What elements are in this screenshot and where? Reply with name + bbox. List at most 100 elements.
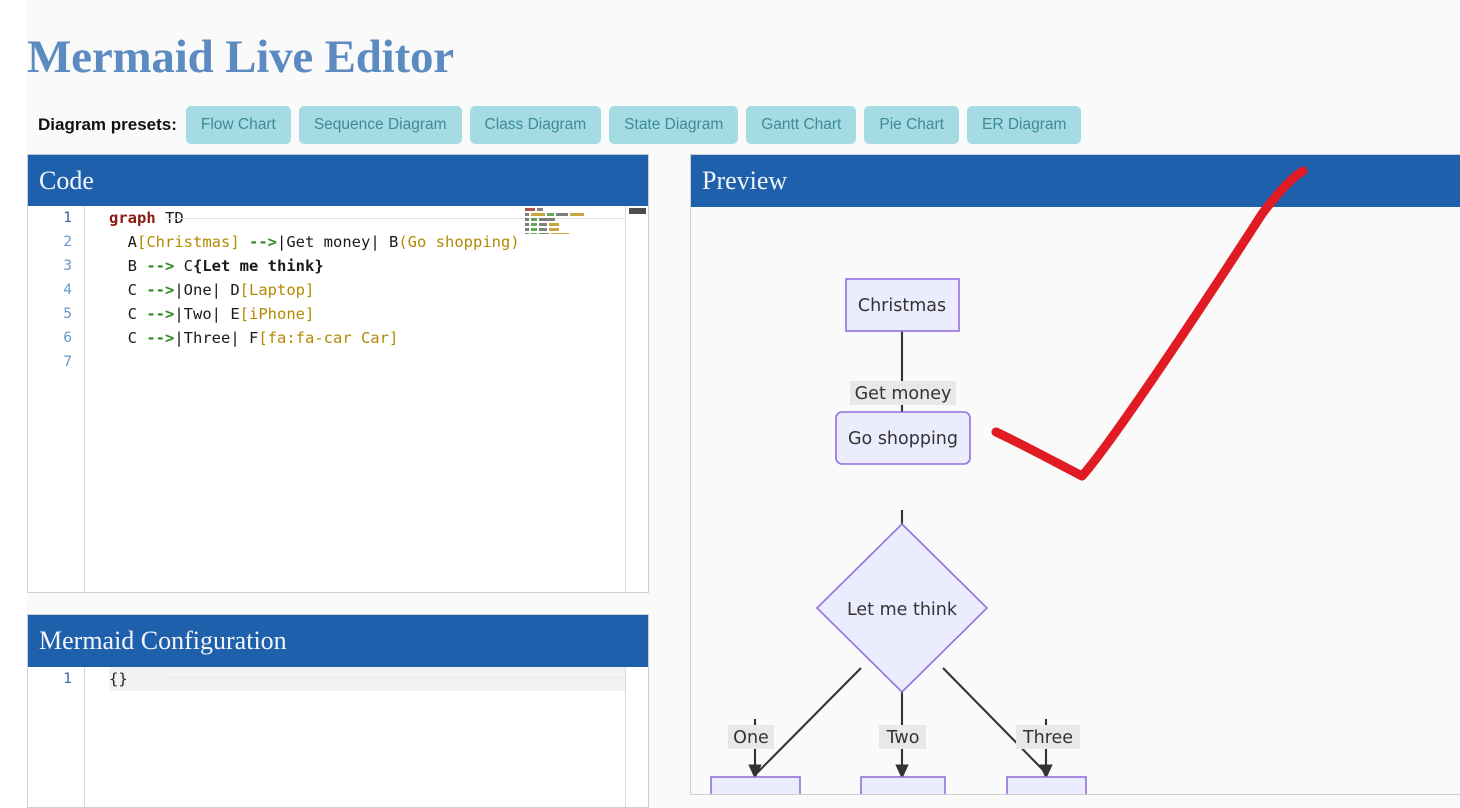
code-line-2[interactable]: A[Christmas] -->|Get money| B(Go shoppin… [109,230,625,254]
page-title: Mermaid Live Editor [27,31,454,83]
config-lines[interactable]: {} [85,667,625,807]
token-string: [Christmas] [137,233,240,251]
token-string: (Go shopping) [398,233,520,251]
editor-top-rule [165,218,625,219]
preview-panel: Preview [690,154,1460,795]
config-editor[interactable]: 1 {} [28,667,648,807]
edge-label: Get money [855,384,952,404]
preset-button-flow-chart[interactable]: Flow Chart [185,106,291,144]
line-number: 2 [63,234,72,250]
token-text: E [230,305,240,323]
node-label: Go shopping [848,429,958,449]
diagram-presets-bar: Diagram presets: Flow Chart Sequence Dia… [38,106,1089,144]
preset-button-state-diagram[interactable]: State Diagram [609,106,739,144]
edge-C-D [748,667,862,780]
config-editor-top-rule [165,677,625,678]
minimap-line [525,208,603,212]
token-text: |Two| [174,305,231,323]
line-number: 6 [63,330,72,346]
token-text: C [109,329,147,347]
token-arrow: --> [146,305,175,323]
token-text: A [109,233,137,251]
node-label: Christmas [858,296,946,316]
token-arrow: --> [146,257,184,275]
scrollbar-thumb[interactable] [629,208,646,214]
code-line-6[interactable]: C -->|Three| F[fa:fa-car Car] [109,326,625,350]
preset-button-pie-chart[interactable]: Pie Chart [864,106,959,144]
token-text: C [109,305,147,323]
code-editor-scroll[interactable]: 1 2 3 4 5 6 7 graph TD A[Christmas] -->|… [28,206,626,592]
config-panel-title: Mermaid Configuration [28,615,648,667]
diagram-presets-label: Diagram presets: [38,115,177,134]
token-brace: {Let me think} [193,257,324,275]
code-panel-title: Code [28,154,648,206]
token-text [240,233,249,251]
token-arrow: --> [146,281,175,299]
token-string: [fa:fa-car Car] [258,329,399,347]
diagram-node-let-me-think[interactable]: Let me think [815,522,989,694]
minimap-line [525,223,603,227]
token-text: |One| [174,281,231,299]
edge-C-F [942,667,1053,780]
preview-panel-body: Christmas Go shopping Let me think [691,207,1460,794]
code-line-4[interactable]: C -->|One| D[Laptop] [109,278,625,302]
token-text: |Three| [174,329,249,347]
code-lines[interactable]: graph TD A[Christmas] -->|Get money| B(G… [85,206,625,592]
code-line-5[interactable]: C -->|Two| E[iPhone] [109,302,625,326]
diagram-node-go-shopping[interactable]: Go shopping [835,411,971,465]
node-label: iPhone [873,793,932,794]
token-text: B [109,257,147,275]
config-editor-scroll[interactable]: 1 {} [28,667,626,807]
node-label: Laptop [725,793,785,794]
token-text: D [230,281,240,299]
code-gutter: 1 2 3 4 5 6 7 [28,206,85,592]
token-string: [Laptop] [239,281,315,299]
code-line-3[interactable]: B --> C{Let me think} [109,254,625,278]
editor-minimap[interactable] [525,208,603,234]
config-editor-scrollbar[interactable] [627,667,648,807]
token-arrow: --> [146,329,175,347]
minimap-line [525,233,603,234]
preview-panel-title: Preview [691,155,1460,207]
node-label: Car [1040,793,1071,794]
diagram-node-car[interactable]: Car [1006,776,1087,794]
line-number: 7 [63,354,72,370]
token-string: [iPhone] [239,305,315,323]
edge-label-three: Three [1016,725,1080,749]
node-label: Let me think [847,600,958,620]
edge-label: Three [1022,728,1073,748]
token-arrow: --> [249,233,277,251]
code-editor-scrollbar[interactable] [627,206,648,592]
edge-label-get-money: Get money [850,381,956,405]
preset-button-gantt-chart[interactable]: Gantt Chart [746,106,857,144]
token-text: F [248,329,259,347]
line-number: 1 [63,671,72,687]
code-editor[interactable]: 1 2 3 4 5 6 7 graph TD A[Christmas] -->|… [28,206,648,592]
diagram-node-laptop[interactable]: Laptop [710,776,801,794]
preset-button-sequence-diagram[interactable]: Sequence Diagram [298,106,462,144]
diagram-node-iphone[interactable]: iPhone [860,776,946,794]
diagram-canvas[interactable]: Christmas Go shopping Let me think [691,207,1460,794]
diagram-node-christmas[interactable]: Christmas [845,278,960,332]
line-number: 3 [63,258,72,274]
minimap-line [525,213,603,217]
mermaid-flowchart-svg: Christmas Go shopping Let me think [710,278,1087,794]
edge-label-one: One [728,725,774,749]
line-number: 1 [63,210,72,226]
preset-button-er-diagram[interactable]: ER Diagram [967,106,1082,144]
token-text: C [183,257,193,275]
code-line-7[interactable] [109,350,625,374]
mermaid-configuration-panel: Mermaid Configuration 1 {} [27,614,649,808]
code-panel-body: 1 2 3 4 5 6 7 graph TD A[Christmas] -->|… [28,206,648,592]
edge-label: One [733,728,769,748]
edge-label: Two [886,728,920,748]
edge-label-two: Two [879,725,926,749]
code-panel: Code 1 2 3 4 5 6 7 graph TD A[Christ [27,154,649,593]
token-keyword: graph [109,209,156,227]
preset-button-class-diagram[interactable]: Class Diagram [469,106,602,144]
token-text: C [109,281,147,299]
line-number: 4 [63,282,72,298]
config-line-1[interactable]: {} [109,667,625,691]
config-gutter: 1 [28,667,85,807]
